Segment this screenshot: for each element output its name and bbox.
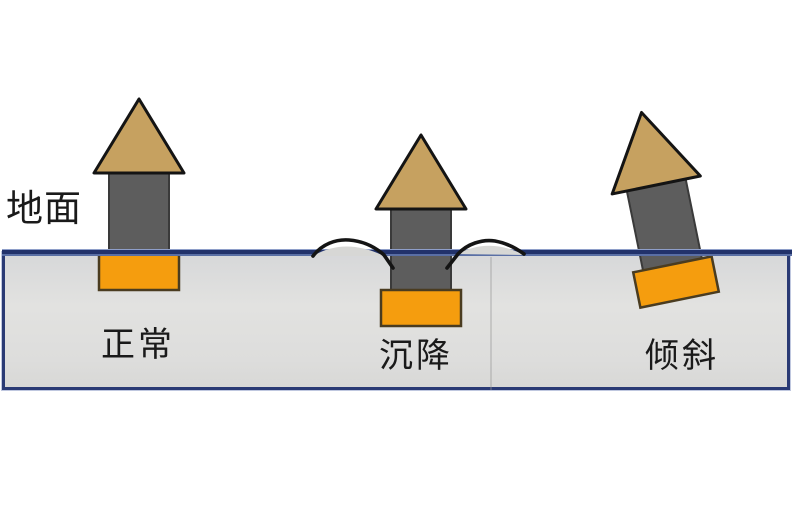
arrow-base bbox=[379, 288, 463, 328]
arrow-base bbox=[631, 254, 721, 310]
label-settlement: 沉降 bbox=[379, 337, 453, 375]
arrow-head bbox=[374, 133, 468, 211]
ground-surface-line bbox=[2, 249, 792, 256]
soil-bump-left-outline bbox=[311, 238, 395, 270]
ground-seam bbox=[490, 257, 492, 390]
arrow-head bbox=[610, 110, 702, 196]
up-arrow-pile-icon-normal bbox=[92, 97, 186, 292]
arrow-head bbox=[92, 97, 186, 175]
soil-bump-left-fill bbox=[313, 246, 384, 256]
up-arrow-pile-icon-tilted bbox=[610, 110, 721, 310]
up-arrow-pile-icon-settlement bbox=[374, 133, 468, 328]
soil-bump-right-outline bbox=[445, 238, 526, 270]
soil-bump-right-fill bbox=[457, 245, 524, 255]
soil-heave-icon bbox=[311, 238, 526, 270]
ground-label: 地面 bbox=[6, 188, 82, 229]
arrow-base bbox=[97, 252, 181, 292]
arrow-shaft bbox=[108, 165, 170, 259]
label-normal: 正常 bbox=[101, 326, 175, 364]
label-tilt: 倾斜 bbox=[645, 337, 719, 375]
arrow-shaft bbox=[390, 201, 452, 295]
